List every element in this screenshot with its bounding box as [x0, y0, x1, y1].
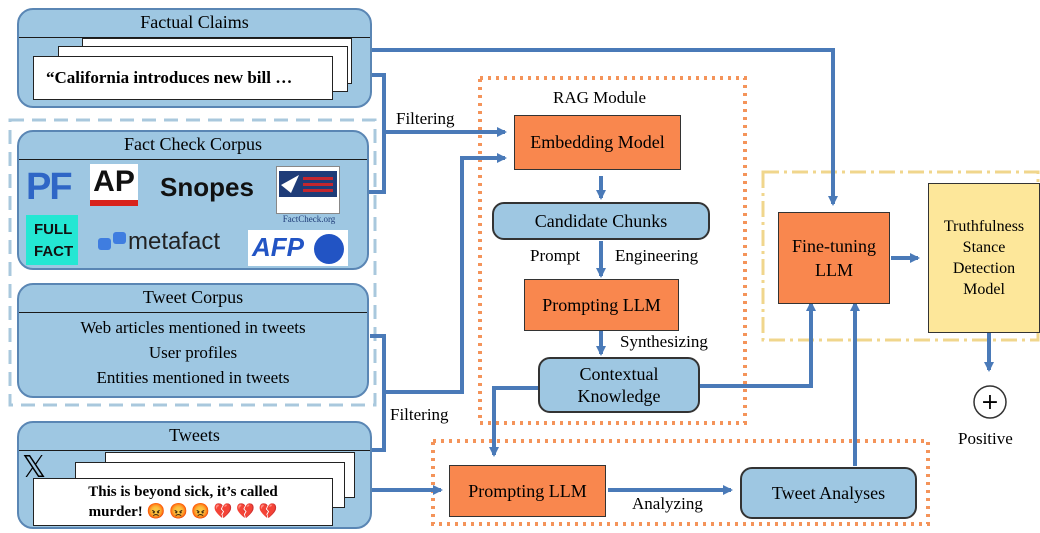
arrow-knowledge-to-analysis [489, 386, 538, 457]
metafact-icon [98, 232, 128, 252]
fine-tuning-llm-box: Fine-tuning LLM [778, 212, 890, 304]
metafact-logo: metafact [128, 228, 221, 255]
afp-circle-icon [314, 234, 344, 264]
tweet-text-line1: This is beyond sick, it’s called [88, 484, 278, 500]
full-fact-line2: FACT [34, 243, 74, 260]
full-fact-line1: FULL [34, 221, 73, 238]
detection-model-box: Truthfulness Stance Detection Model [928, 183, 1040, 333]
filtering-label-top: Filtering [396, 109, 455, 128]
corpus-dashed-frame [8, 118, 377, 407]
flag-icon [279, 171, 337, 197]
tweet-corpus-item: User profiles [148, 343, 238, 362]
analysis-prompting-llm-box: Prompting LLM [449, 465, 606, 517]
full-fact-logo: FULL FACT [26, 215, 78, 265]
synthesizing-label: Synthesizing [620, 332, 708, 351]
factual-claims-title: Factual Claims [140, 12, 249, 32]
tweets-title: Tweets [169, 425, 220, 445]
factcheck-org-wordmark: FactCheck.org [282, 214, 336, 224]
analyzing-label: Analyzing [632, 494, 703, 513]
tweet-corpus-item: Entities mentioned in tweets [96, 368, 290, 387]
snopes-logo: Snopes [160, 172, 254, 202]
prompting-llm-box: Prompting LLM [524, 279, 679, 331]
positive-label: Positive [958, 429, 1013, 448]
arrow-filtering-bottom [384, 153, 507, 394]
fact-check-corpus-title: Fact Check Corpus [124, 134, 262, 154]
factcheck-org-logo [276, 166, 340, 214]
arrow-knowledge-to-finetune [700, 301, 816, 388]
tweet-corpus-item: Web articles mentioned in tweets [80, 318, 306, 337]
afp-logo: AFP [248, 230, 348, 266]
embedding-model-box: Embedding Model [514, 115, 681, 170]
tweet-corpus-title: Tweet Corpus [142, 287, 244, 307]
tweet-corpus-panel: Tweet Corpus Web articles mentioned in t… [17, 283, 369, 398]
positive-plus-icon: + [980, 389, 1000, 415]
tweet-analyses-box: Tweet Analyses [740, 467, 917, 519]
positive-circle [973, 385, 1007, 419]
afp-wordmark: AFP [252, 232, 304, 262]
tweet-card: This is beyond sick, it’s called murder!… [33, 478, 333, 526]
analysis-dotted-frame [431, 439, 930, 526]
filtering-label-bottom: Filtering [390, 405, 449, 424]
panel-divider [19, 159, 367, 160]
rag-module-title: RAG Module [553, 88, 647, 107]
candidate-chunks-box: Candidate Chunks [492, 202, 710, 240]
prompt-label: Prompt [530, 246, 581, 265]
contextual-knowledge-box: Contextual Knowledge [538, 357, 700, 413]
engineering-label: Engineering [615, 246, 699, 265]
claim-card: “California introduces new bill … [33, 56, 333, 100]
politifact-logo: PF [26, 166, 73, 208]
panel-divider [19, 312, 367, 313]
panel-divider [19, 450, 370, 451]
panel-divider [19, 37, 370, 38]
arrow-claims-to-finetune [352, 48, 838, 206]
ap-logo: AP [90, 164, 138, 206]
tweet-text-line2: murder! 😡 😡 😡 💔 💔 💔 [88, 504, 278, 520]
